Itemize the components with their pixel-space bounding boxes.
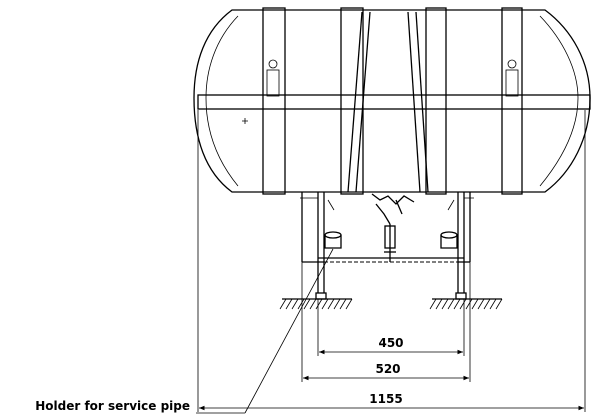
deck-hatch-left <box>279 298 353 310</box>
dimension-1155-label: 1155 <box>369 392 402 406</box>
service-pipe-holder-left <box>324 231 342 249</box>
hydrostatic-release <box>371 193 415 262</box>
extension-lines <box>197 110 586 412</box>
deck-hatch-right <box>429 298 503 310</box>
holder-callout: Holder for service pipe <box>35 248 334 414</box>
cradle-frame <box>300 192 474 300</box>
callout-leader-line <box>244 248 334 414</box>
dimension-450-label: 450 <box>378 336 403 350</box>
liferaft-container <box>193 7 591 195</box>
service-pipe-holder-right <box>440 231 458 249</box>
dimension-520: 520 <box>303 362 469 381</box>
dimension-520-label: 520 <box>375 362 400 376</box>
dimension-1155: 1155 <box>199 392 584 411</box>
holder-callout-label: Holder for service pipe <box>35 399 190 413</box>
dimension-450: 450 <box>319 336 463 355</box>
